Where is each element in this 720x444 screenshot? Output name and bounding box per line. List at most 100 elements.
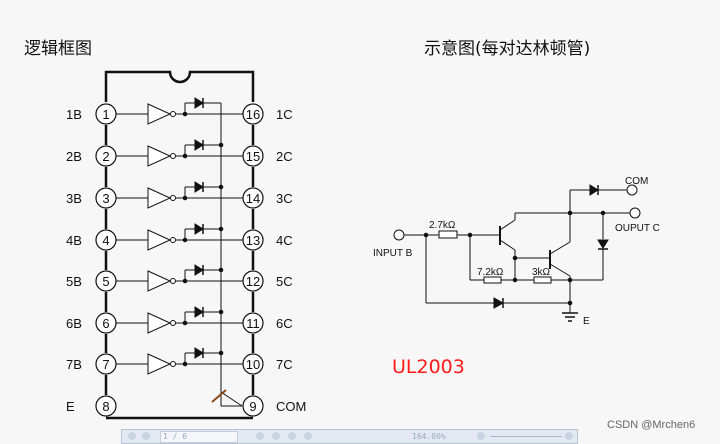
pin-circle <box>95 395 117 417</box>
inverter-bubble <box>170 278 176 284</box>
junction-dot <box>218 226 224 232</box>
pen-cursor-icon <box>211 389 227 403</box>
pin-label: E <box>66 399 75 414</box>
pin-label: 3C <box>276 191 293 206</box>
inverter-bubble <box>170 361 176 367</box>
q1-collector <box>499 219 516 231</box>
clamp-diode <box>194 306 204 318</box>
pin-number: 1 <box>102 107 109 122</box>
pin-label: 1C <box>276 107 293 122</box>
com-label: COM <box>625 176 648 187</box>
pin-number: 11 <box>246 316 260 331</box>
r2-label: 7.2kΩ <box>477 267 504 278</box>
inverter-gate <box>147 353 172 375</box>
junction-dot <box>218 142 224 148</box>
first-page-icon[interactable] <box>128 432 136 440</box>
input-terminal <box>393 229 405 241</box>
output-diode <box>597 239 609 249</box>
download-icon[interactable] <box>256 432 264 440</box>
pin-number: 13 <box>246 233 260 248</box>
inverter-gate <box>147 312 172 334</box>
pin-label: 6C <box>276 316 293 331</box>
junction-dot <box>218 350 224 356</box>
r1-label: 2.7kΩ <box>429 220 456 231</box>
pin-number: 10 <box>246 357 260 372</box>
prev-page-icon[interactable] <box>142 432 150 440</box>
pin-label: 4B <box>66 233 82 248</box>
pin-number: 2 <box>102 149 109 164</box>
pin-number: 4 <box>102 233 109 248</box>
clamp-diode <box>194 347 204 359</box>
clamp-diode <box>194 264 204 276</box>
zoom-out-icon[interactable] <box>477 432 485 440</box>
pin-number: 14 <box>246 191 260 206</box>
q2-collector <box>549 241 571 255</box>
zoom-level[interactable]: 164.06% <box>412 432 446 441</box>
pin-number: 6 <box>102 316 109 331</box>
ground-label: E <box>583 316 590 327</box>
inverter-bubble <box>170 237 176 243</box>
inverter-gate <box>147 229 172 251</box>
pin-number: 9 <box>249 399 256 414</box>
watermark: CSDN @Mrchen6 <box>607 419 696 431</box>
inverter-gate <box>147 103 172 125</box>
q2-emitter <box>549 263 571 277</box>
back-icon[interactable] <box>288 432 296 440</box>
pin-number: 16 <box>246 107 260 122</box>
pin-number: 5 <box>102 274 109 289</box>
pin-number: 12 <box>246 274 260 289</box>
q1-emitter <box>499 239 516 251</box>
junction-dot <box>567 277 573 283</box>
pin-label: 4C <box>276 233 293 248</box>
inverter-bubble <box>170 320 176 326</box>
clamp-diode <box>194 181 204 193</box>
pin-number: 7 <box>102 357 109 372</box>
chip-logic-diagram: 1 1B 2 2B 3 3B 4 4B 5 5B 6 6B 7 7B 8 E 16 1C 15 2C 14 3C 13 4C 1… <box>66 70 306 420</box>
pin-label: 2C <box>276 149 293 164</box>
inverter-bubble <box>170 153 176 159</box>
inverter-gate <box>147 187 172 209</box>
pin-label: 2B <box>66 149 82 164</box>
print-icon[interactable] <box>272 432 280 440</box>
pin-label: 5C <box>276 274 293 289</box>
pin-label: 7C <box>276 357 293 372</box>
pin-label: 7B <box>66 357 82 372</box>
logic-diagram-title: 逻辑框图 <box>24 39 92 59</box>
schematic-title: 示意图(每对达林顿管) <box>424 39 591 59</box>
page-input[interactable]: 1 / 6 <box>160 431 238 443</box>
junction-dot <box>218 309 224 315</box>
junction-dot <box>218 184 224 190</box>
inverter-gate <box>147 270 172 292</box>
forward-icon[interactable] <box>304 432 312 440</box>
chip-outline-top <box>104 70 255 102</box>
zoom-in-icon[interactable] <box>565 432 573 440</box>
r3-label: 3kΩ <box>532 267 551 278</box>
pin-label: 1B <box>66 107 82 122</box>
output-label: OUPUT C <box>615 223 660 234</box>
clamp-diode <box>194 97 204 109</box>
pin-label: 5B <box>66 274 82 289</box>
com-diode <box>589 184 599 196</box>
com-wire <box>220 391 243 407</box>
pin-label: 3B <box>66 191 82 206</box>
inverter-bubble <box>170 195 176 201</box>
junction-dot <box>567 210 573 216</box>
pin-number: 15 <box>246 149 260 164</box>
part-number: UL2003 <box>392 356 465 378</box>
input-label: INPUT B <box>373 248 413 259</box>
junction-dot <box>567 300 573 306</box>
pin-label: 6B <box>66 316 82 331</box>
pin-label: COM <box>276 399 306 414</box>
inverter-bubble <box>170 111 176 117</box>
zoom-slider[interactable] <box>490 436 562 437</box>
pin-number: 3 <box>102 191 109 206</box>
substrate-diode <box>493 297 505 309</box>
junction-dot <box>218 267 224 273</box>
clamp-diode <box>194 223 204 235</box>
darlington-schematic: INPUT B 2.7kΩ COM OUPUT C 7.2kΩ 3kΩ E <box>373 176 660 327</box>
clamp-diode <box>194 139 204 151</box>
output-terminal <box>629 207 641 219</box>
pin-number: 8 <box>102 399 109 414</box>
pin-circle <box>242 395 264 417</box>
